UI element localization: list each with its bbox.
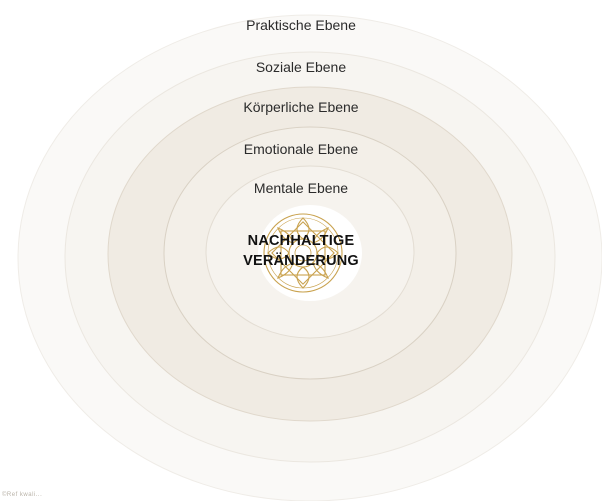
center-title: NACHHALTIGE VERÄNDERUNG — [201, 231, 401, 271]
mandala-ornament-icon — [263, 213, 343, 293]
center-title-line2: VERÄNDERUNG — [243, 253, 359, 269]
label-koerperliche-ebene: Körperliche Ebene — [243, 99, 359, 115]
label-emotionale-ebene: Emotionale Ebene — [243, 141, 359, 157]
label-soziale-ebene: Soziale Ebene — [255, 59, 347, 75]
image-credit: ©Ref kwali... — [2, 492, 43, 498]
center-title-line1: NACHHALTIGE — [247, 233, 355, 249]
label-mentale-ebene: Mentale Ebene — [253, 180, 349, 196]
center-core — [258, 205, 362, 301]
label-praktische-ebene: Praktische Ebene — [246, 17, 356, 33]
